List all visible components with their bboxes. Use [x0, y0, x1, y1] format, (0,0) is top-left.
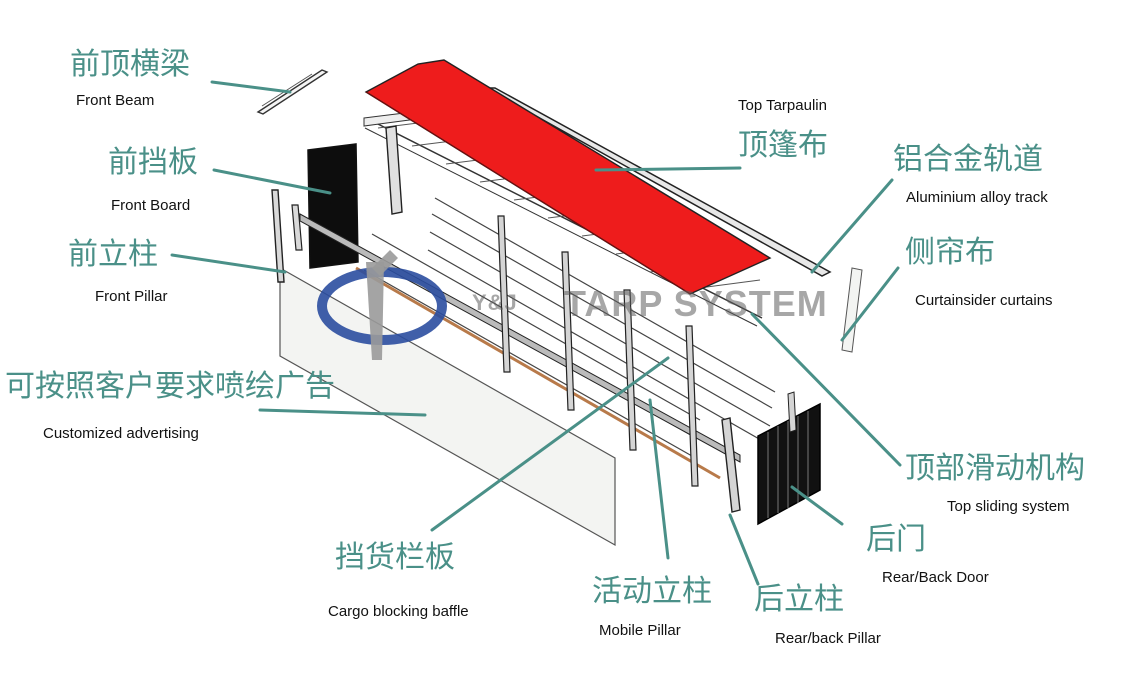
top-tarpaulin-zh-label: 顶篷布: [738, 128, 828, 163]
advertising-zh-label: 可按照客户要求喷绘广告: [5, 369, 335, 404]
curtain-zh-label: 侧帘布: [905, 235, 995, 270]
front-beam-slot: [261, 73, 313, 107]
watermark-brand-text: TARP SYSTEM: [564, 283, 828, 324]
cargo-baffle-slats: [363, 197, 776, 457]
rear-door-en-label: Rear/Back Door: [882, 569, 989, 586]
curtainsider-curtain-panel: [841, 267, 863, 353]
floor-edge: [355, 266, 721, 480]
front-beam-part: [256, 69, 329, 115]
front-beam-en-label: Front Beam: [76, 92, 155, 109]
front-pillar-part: [271, 189, 285, 283]
rear-door-zh-label: 后门: [866, 522, 926, 557]
watermark-brand-small: Y&J: [472, 290, 518, 315]
rear-door-part: [757, 402, 821, 526]
top-tarpaulin-en-label: Top Tarpaulin: [738, 97, 827, 114]
front-board-en-label: Front Board: [111, 197, 191, 214]
tarpaulin-edge: [365, 91, 691, 295]
aluminium-track-zh-label: 铝合金轨道: [893, 142, 1043, 177]
rear-pillar-en-label: Rear/back Pillar: [775, 630, 881, 647]
leader-lines: [170, 80, 902, 586]
sliding-system-en-label: Top sliding system: [947, 498, 1070, 515]
aluminium-track-part: [483, 87, 832, 277]
front-pillar-zh-label: 前立柱: [68, 237, 158, 272]
front-board-part: [307, 143, 359, 269]
mobile-pillar-zh-label: 活动立柱: [592, 574, 712, 609]
front-beam-zh-label: 前顶横梁: [70, 47, 190, 82]
rear-pillar-zh-label: 后立柱: [754, 582, 844, 617]
rear-pillar-part: [721, 417, 741, 513]
watermark-logo: [317, 250, 447, 360]
mobile-pillars-group: [497, 215, 699, 487]
front-pillar-en-label: Front Pillar: [95, 288, 168, 305]
sliding-system-zh-label: 顶部滑动机构: [905, 451, 1085, 486]
rear-door-hinge-post: [787, 391, 797, 433]
mobile-pillar-en-label: Mobile Pillar: [599, 622, 681, 639]
advertising-en-label: Customized advertising: [43, 425, 199, 442]
cargo-baffle-zh-label: 挡货栏板: [335, 540, 455, 575]
cargo-baffle-en-label: Cargo blocking baffle: [328, 603, 469, 620]
front-board-zh-label: 前挡板: [108, 145, 198, 180]
front-top-post: [385, 125, 403, 215]
front-pillar-part: [291, 204, 303, 251]
curtain-en-label: Curtainsider curtains: [915, 292, 1053, 309]
rear-door-ribs: [767, 411, 809, 518]
aluminium-track-en-label: Aluminium alloy track: [906, 189, 1048, 206]
